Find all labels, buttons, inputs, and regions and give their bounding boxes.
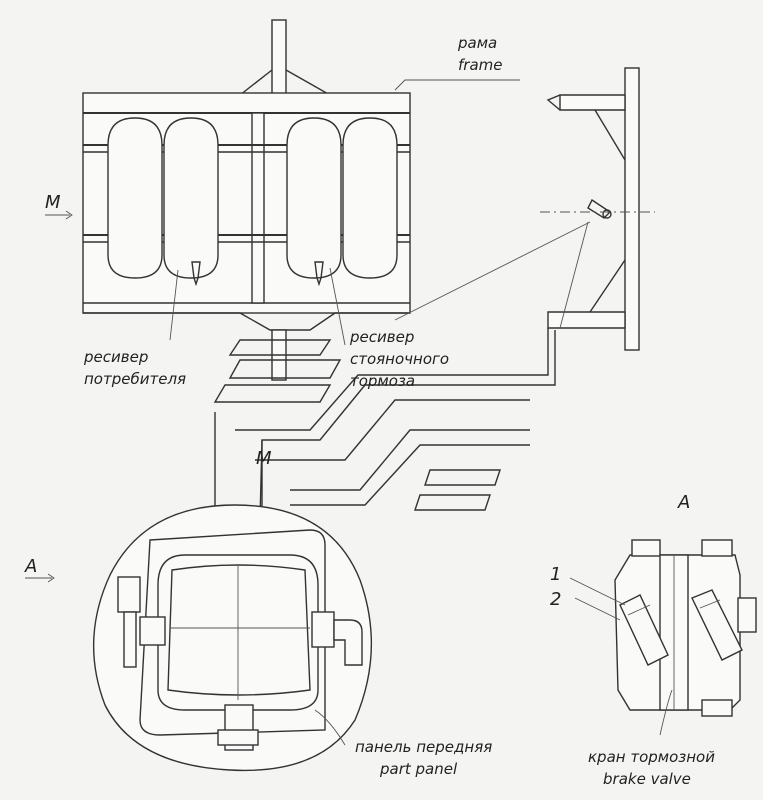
frame-rail-side-view — [540, 67, 655, 351]
view-m-chevron-pattern — [213, 328, 556, 521]
label-consumer-receiver-1: ресивер — [83, 348, 148, 366]
label-view-a-right: A — [677, 492, 690, 513]
label-parking-receiver-1: ресивер — [349, 328, 414, 346]
label-view-m-center: M — [256, 448, 272, 469]
label-brake-valve-en: brake valve — [603, 770, 691, 788]
receiver-cylinders — [107, 117, 398, 287]
label-item-1: 1 — [550, 564, 561, 585]
label-leaders — [25, 210, 673, 746]
view-a-front-panel — [93, 504, 373, 772]
label-item-2: 2 — [550, 589, 561, 610]
label-frame-ru: рама — [457, 34, 497, 52]
section-leader-lines — [394, 79, 591, 329]
label-front-panel-en: part panel — [379, 760, 458, 778]
label-parking-receiver-3: тормоза — [350, 372, 415, 390]
label-brake-valve-ru: кран тормозной — [588, 748, 715, 766]
view-a-brake-valve — [614, 539, 757, 717]
label-parking-receiver-2: стояночного — [350, 350, 449, 368]
label-front-panel-ru: панель передняя — [355, 738, 492, 756]
label-view-m-arrow: M — [45, 192, 61, 213]
label-view-a-left: A — [24, 556, 37, 577]
label-consumer-receiver-2: потребителя — [84, 370, 186, 388]
label-frame-en: frame — [458, 56, 502, 74]
